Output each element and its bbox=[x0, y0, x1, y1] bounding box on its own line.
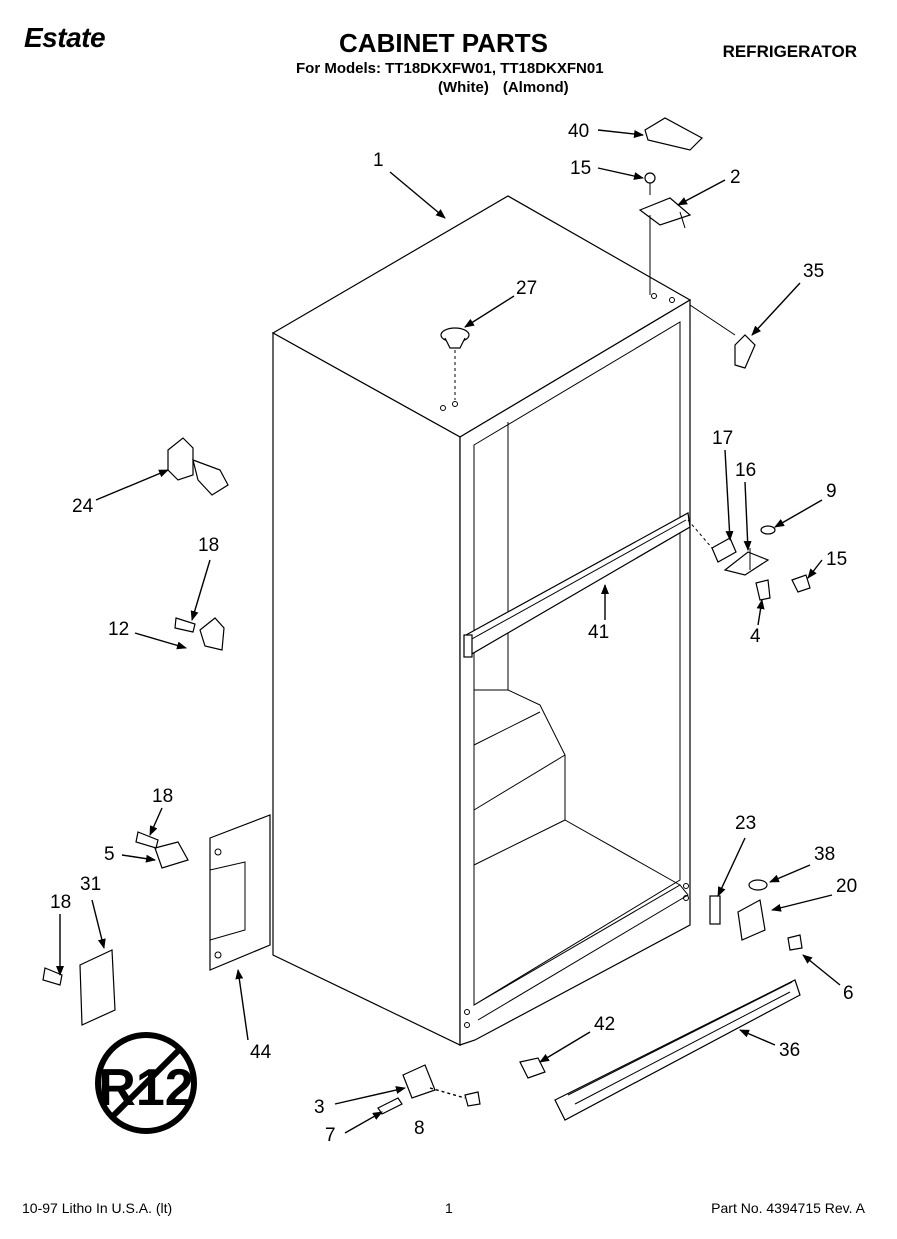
label-part-15-top: 15 bbox=[570, 158, 591, 179]
base-grille bbox=[554, 979, 801, 1121]
badge-text: R12 bbox=[98, 1059, 193, 1117]
label-part-4: 4 bbox=[750, 626, 761, 647]
part-number-labels: 1 40 15 2 35 27 24 17 16 9 15 4 41 18 12… bbox=[50, 121, 857, 1146]
cabinet-body bbox=[271, 195, 692, 1046]
label-part-35: 35 bbox=[803, 261, 824, 282]
variant-almond: (Almond) bbox=[502, 79, 569, 96]
leader-lines bbox=[56, 129, 841, 1134]
grille-clip bbox=[519, 1057, 546, 1079]
hinge-screw-top bbox=[644, 172, 656, 195]
brand-logo: Estate bbox=[24, 22, 106, 53]
label-part-3: 3 bbox=[314, 1097, 325, 1118]
bracket-5 bbox=[135, 831, 189, 869]
hinge-pin-cover bbox=[734, 334, 756, 369]
label-part-5: 5 bbox=[104, 844, 115, 865]
label-part-42: 42 bbox=[594, 1014, 615, 1035]
label-part-9: 9 bbox=[826, 481, 837, 502]
label-part-40: 40 bbox=[568, 121, 589, 142]
footer-page-number: 1 bbox=[445, 1200, 453, 1216]
appliance-type: REFRIGERATOR bbox=[722, 42, 857, 61]
plug-button bbox=[440, 327, 470, 400]
lower-hinge-group bbox=[709, 879, 803, 951]
label-part-12: 12 bbox=[108, 619, 129, 640]
label-part-44: 44 bbox=[250, 1042, 272, 1063]
label-part-7: 7 bbox=[325, 1125, 336, 1146]
page-title: CABINET PARTS bbox=[0, 28, 897, 59]
label-part-20: 20 bbox=[836, 876, 857, 897]
label-part-24: 24 bbox=[72, 496, 94, 517]
label-part-15-mid: 15 bbox=[826, 549, 847, 570]
leveling-leg bbox=[167, 437, 229, 496]
label-part-41: 41 bbox=[588, 622, 609, 643]
label-part-23: 23 bbox=[735, 813, 756, 834]
label-part-27: 27 bbox=[516, 278, 537, 299]
footer-print-info: 10-97 Litho In U.S.A. (lt) bbox=[22, 1200, 173, 1216]
label-part-31: 31 bbox=[80, 874, 101, 895]
label-part-38: 38 bbox=[814, 844, 835, 865]
footer-part-number: Part No. 4394715 Rev. A bbox=[711, 1200, 865, 1216]
models-line: For Models: TT18DKXFW01, TT18DKXFN01 bbox=[296, 60, 604, 77]
mullion-rail bbox=[463, 512, 691, 658]
label-part-8: 8 bbox=[414, 1118, 425, 1139]
bracket-12 bbox=[174, 617, 225, 651]
roller-assembly bbox=[377, 1064, 481, 1115]
label-part-16: 16 bbox=[735, 460, 756, 481]
label-part-18-upper: 18 bbox=[198, 535, 219, 556]
label-part-6: 6 bbox=[843, 983, 854, 1004]
page-title-text: CABINET PARTS bbox=[339, 28, 548, 58]
top-hinge-cover bbox=[644, 117, 703, 151]
label-part-1: 1 bbox=[373, 150, 384, 171]
no-r12-badge: R12 bbox=[95, 1032, 197, 1134]
label-part-36: 36 bbox=[779, 1040, 800, 1061]
label-part-17: 17 bbox=[712, 428, 733, 449]
side-bracket bbox=[209, 814, 271, 971]
center-hinge-group bbox=[687, 519, 811, 601]
label-part-2: 2 bbox=[730, 167, 741, 188]
label-part-18-middle: 18 bbox=[152, 786, 173, 807]
label-part-18-lower: 18 bbox=[50, 892, 71, 913]
cover-plate bbox=[42, 949, 116, 1026]
model-variants: (White) (Almond) bbox=[438, 79, 569, 96]
variant-white: (White) bbox=[438, 79, 489, 96]
